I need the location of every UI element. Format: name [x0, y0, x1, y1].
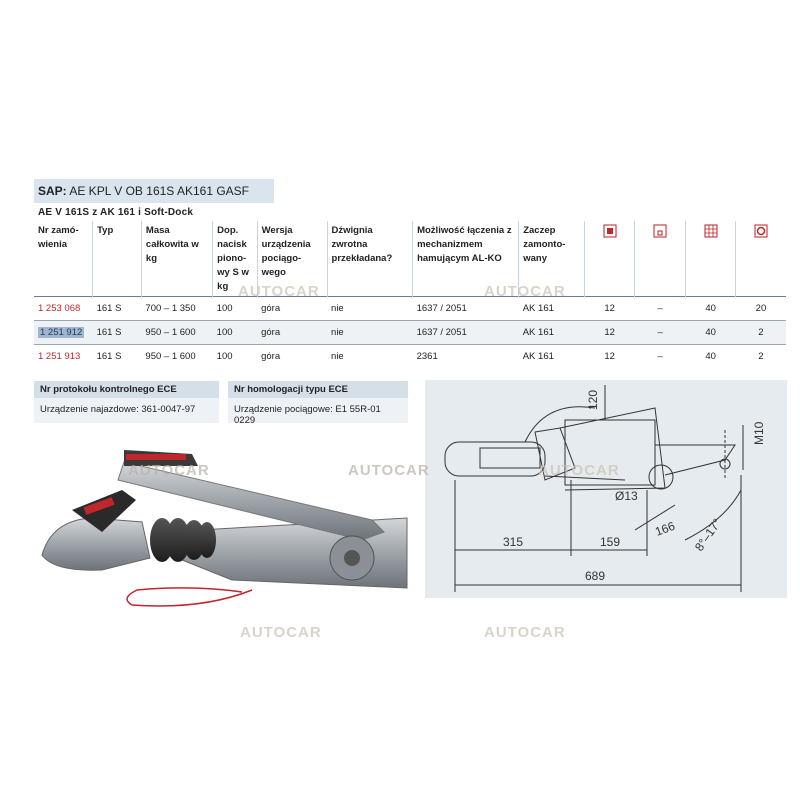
cell-typ: 161 S: [92, 344, 142, 368]
cell-c1: 12: [584, 344, 635, 368]
cell-c4: 20: [735, 296, 786, 321]
cell-wersja: góra: [257, 320, 328, 345]
cell-c1: 12: [584, 296, 635, 321]
ece-homologation-header: Nr homologacji typu ECE: [228, 381, 408, 398]
col-masa: Masa całkowita w kg: [141, 221, 214, 297]
cell-masa: 700 – 1 350: [141, 296, 213, 321]
cell-masa: 950 – 1 600: [141, 344, 213, 368]
cell-zaczep: AK 161: [518, 296, 585, 321]
cell-dzwignia: nie: [327, 296, 413, 321]
spec-table: Nr zamó-wienia Typ Masa całkowita w kg D…: [34, 221, 786, 368]
dim-159: 159: [600, 535, 620, 549]
col-icon-1: [584, 221, 636, 297]
box-icon: [653, 224, 667, 238]
cell-mozliwosc: 1637 / 2051: [412, 296, 519, 321]
table-row: 1 251 912 161 S 950 – 1 600 100 góra nie…: [34, 320, 786, 345]
technical-drawing: 120 M10 Ø13 166 315 159 8°–17° 689: [444, 385, 766, 592]
highlighted-nr: 1 251 912: [38, 327, 85, 338]
ece-homologation-box: Nr homologacji typu ECE Urządzenie pocią…: [228, 381, 408, 426]
lifebuoy-icon: [754, 224, 768, 238]
dim-166: 166: [653, 519, 677, 539]
watermark: AUTOCAR: [484, 624, 566, 641]
col-nacisk: Dop. nacisk piono-wy S w kg: [212, 221, 258, 297]
dim-315: 315: [503, 535, 523, 549]
table-header-row: Nr zamó-wienia Typ Masa całkowita w kg D…: [34, 221, 786, 297]
cell-nacisk: 100: [212, 344, 258, 368]
watermark: AUTOCAR: [128, 462, 210, 479]
cell-wersja: góra: [257, 296, 328, 321]
cell-wersja: góra: [257, 344, 328, 368]
cell-c2: –: [634, 296, 686, 321]
cell-masa: 950 – 1 600: [141, 320, 213, 345]
cell-nr: 1 251 912: [34, 320, 93, 345]
col-icon-4: [736, 221, 786, 297]
dim-diameter: Ø13: [615, 489, 638, 503]
cell-typ: 161 S: [92, 320, 142, 345]
cell-nacisk: 100: [212, 320, 258, 345]
pallet-icon: [603, 224, 617, 238]
watermark: AUTOCAR: [348, 462, 430, 479]
ece-protocol-value: Urządzenie najazdowe: 361-0047-97: [40, 404, 196, 415]
table-row: 1 253 068 161 S 700 – 1 350 100 góra nie…: [34, 296, 786, 321]
cell-nr: 1 251 913: [34, 344, 93, 368]
cell-c4: 2: [735, 320, 786, 345]
sap-bar: SAP: AE KPL V OB 161S AK161 GASF: [34, 179, 274, 203]
cell-zaczep: AK 161: [518, 344, 585, 368]
cell-mozliwosc: 1637 / 2051: [412, 320, 519, 345]
cell-c3: 40: [685, 344, 736, 368]
cell-c2: –: [634, 320, 686, 345]
watermark: AUTOCAR: [240, 624, 322, 641]
col-zaczep: Zaczep zamonto-wany: [518, 221, 585, 297]
dim-120: 120: [586, 390, 600, 410]
cell-dzwignia: nie: [327, 320, 413, 345]
cell-c1: 12: [584, 320, 635, 345]
dim-m10: M10: [752, 421, 766, 445]
col-wersja: Wersja urządzenia pociągo-wego: [257, 221, 328, 297]
towing-hitch-illustration: [41, 450, 408, 607]
dim-angle: 8°–17°: [692, 516, 724, 554]
col-icon-2: [634, 221, 686, 297]
cell-typ: 161 S: [92, 296, 142, 321]
cell-c3: 40: [685, 320, 736, 345]
product-subtitle: AE V 161S z AK 161 i Soft-Dock: [38, 207, 194, 218]
sap-text: AE KPL V OB 161S AK161 GASF: [69, 184, 249, 198]
watermark: AUTOCAR: [238, 283, 320, 300]
col-dzwignia: Dźwignia zwrotna przekładana?: [327, 221, 414, 297]
ece-homologation-value: Urządzenie pociągowe: E1 55R-01 0229: [234, 404, 381, 426]
cell-nr: 1 253 068: [34, 296, 93, 321]
ece-protocol-box: Nr protokołu kontrolnego ECE Urządzenie …: [34, 381, 219, 423]
watermark: AUTOCAR: [538, 462, 620, 479]
col-mozliwosc: Możliwość łączenia z mechanizmem hamując…: [412, 221, 520, 297]
ece-protocol-header: Nr protokołu kontrolnego ECE: [34, 381, 219, 398]
col-typ: Typ: [92, 221, 142, 297]
cell-mozliwosc: 2361: [412, 344, 519, 368]
cell-c4: 2: [735, 344, 786, 368]
cell-dzwignia: nie: [327, 344, 413, 368]
cell-zaczep: AK 161: [518, 320, 585, 345]
col-nr: Nr zamó-wienia: [34, 221, 94, 297]
dim-689: 689: [585, 569, 605, 583]
grid-pallet-icon: [704, 224, 718, 238]
table-row: 1 251 913 161 S 950 – 1 600 100 góra nie…: [34, 344, 786, 368]
watermark: AUTOCAR: [484, 283, 566, 300]
col-icon-3: [685, 221, 737, 297]
cell-c3: 40: [685, 296, 736, 321]
cell-c2: –: [634, 344, 686, 368]
cell-nacisk: 100: [212, 296, 258, 321]
sap-label: SAP:: [38, 184, 67, 198]
